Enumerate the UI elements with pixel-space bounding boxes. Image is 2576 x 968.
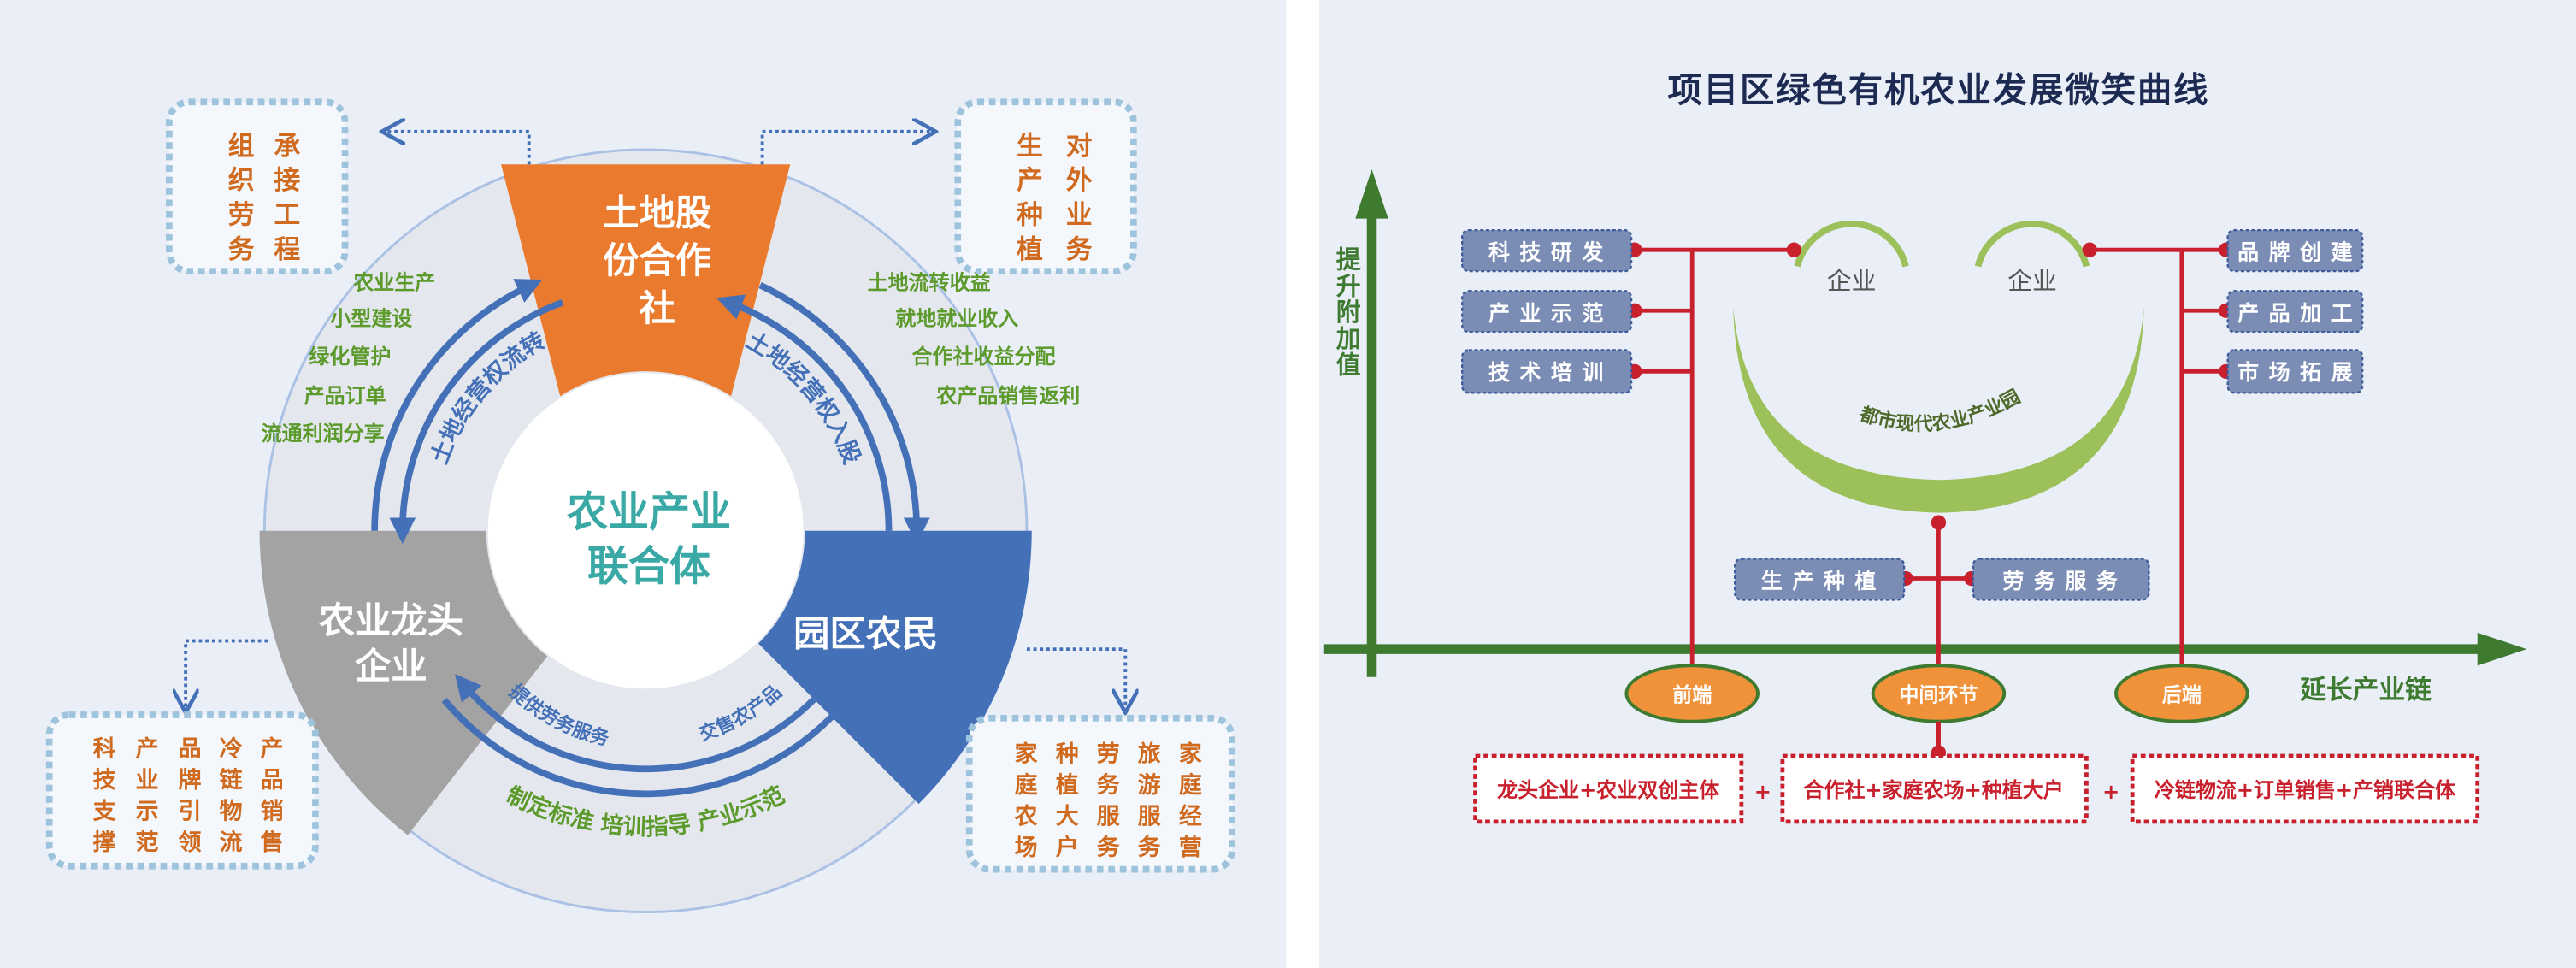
box-label: 生产种植 [1761, 569, 1886, 593]
box-brand [2226, 228, 2364, 273]
enterprise-arc-left [1794, 220, 1909, 268]
box-bottom-left [45, 711, 319, 870]
smile-curve [1733, 307, 2144, 513]
x-axis-arrow-icon [2477, 632, 2527, 666]
stage-label: 前端 [1672, 684, 1712, 707]
box-text: 产业示范 [132, 736, 158, 861]
right-list-item: 就地就业收入 [895, 307, 1018, 331]
box-text: 种植大户 [1052, 741, 1078, 865]
left-list-item: 绿化管护 [309, 345, 391, 369]
box-label: 产品加工 [2237, 301, 2362, 326]
box-text: 科技支撑 [89, 736, 115, 861]
enterprise-label-left: 企业 [1827, 266, 1877, 295]
box-labor [1972, 558, 2150, 601]
enterprise-arc-right [1974, 220, 2090, 268]
x-axis-label: 延长产业链 [2299, 675, 2432, 705]
box-text: 家庭经营 [1175, 740, 1201, 865]
box-text: 品牌引领 [174, 736, 201, 861]
box-text: 冷链物流 [215, 736, 242, 861]
box-label: 产业示范 [1488, 301, 1613, 326]
right-sector-label: 园区农民 [793, 612, 938, 654]
plus-sign: + [2102, 780, 2119, 804]
y-axis-label: 提升附加值 [1333, 246, 1362, 378]
arrow-right-outer [758, 282, 930, 545]
y-axis-arrow-icon [1355, 169, 1388, 219]
box-top-left [166, 98, 349, 275]
sector-park-farmers [757, 530, 1032, 805]
arrow-bottom-outer [441, 689, 856, 798]
bottom-box-label: 龙头企业+农业双创主体 [1497, 778, 1720, 802]
right-panel: 项目区绿色有机农业发展微笑曲线 提升附加值 延长产业链 企业 企业 都市现代农业… [1319, 0, 2576, 968]
box-market [2226, 349, 2364, 394]
box-industry-demo [1461, 290, 1633, 333]
center-label-line-1: 农业产业 [567, 488, 731, 536]
bottom-box-middle [1780, 753, 2089, 824]
box-text: 家庭农场 [1011, 740, 1038, 865]
dotted-connectors [186, 132, 1125, 710]
stage-front [1624, 664, 1760, 723]
left-sector-line-1: 农业龙头 [319, 599, 463, 641]
box-text: 承接工程 [268, 132, 299, 269]
center-circle [487, 373, 804, 689]
bottom-box-label: 冷链物流+订单销售+产销联合体 [2155, 778, 2456, 802]
box-text: 劳务服务 [1093, 741, 1119, 865]
center-label-line-2: 联合体 [587, 542, 710, 590]
box-text: 产品销售 [256, 736, 283, 861]
box-text: 生产种植 [1011, 132, 1042, 269]
top-sector-line-2: 份合作 [603, 239, 711, 281]
box-rnd [1461, 228, 1633, 273]
box-tech-training [1461, 349, 1633, 394]
box-bottom-right [965, 714, 1236, 873]
bottom-box-back [2130, 753, 2480, 824]
left-list-item: 小型建设 [330, 307, 412, 331]
sector-land-cooperative [501, 164, 791, 397]
box-planting [1734, 558, 1906, 601]
box-label: 劳务服务 [2002, 569, 2127, 593]
box-processing [2226, 290, 2364, 333]
arrow-left-outer [371, 279, 543, 531]
axes [1323, 169, 2527, 677]
right-list-item: 农产品销售返利 [935, 384, 1080, 408]
stage-back [2114, 664, 2249, 723]
left-sector-line-2: 企业 [355, 646, 427, 688]
chart-title: 项目区绿色有机农业发展微笑曲线 [1667, 70, 2209, 110]
box-text: 对外业务 [1061, 132, 1092, 269]
top-sector-line-3: 社 [639, 287, 675, 329]
box-text: 旅游服务 [1134, 740, 1160, 865]
left-list-item: 产品订单 [304, 384, 386, 408]
arrow-left-inner [389, 299, 564, 545]
arrow-bottom-inner [454, 674, 816, 773]
left-list-item: 流通利润分享 [262, 422, 385, 446]
stage-label: 后端 [2162, 685, 2202, 707]
box-label: 市场拓展 [2237, 360, 2362, 385]
right-list-item: 土地流转收益 [868, 270, 991, 294]
plus-sign: + [1754, 780, 1771, 804]
bottom-box-front [1473, 753, 1744, 824]
left-list-item: 农业生产 [352, 270, 435, 294]
box-text: 组织劳务 [223, 131, 254, 269]
top-sector-line-1: 土地股 [603, 192, 712, 233]
bottom-box-label: 合作社+家庭农场+种植大户 [1804, 778, 2064, 802]
sector-leading-enterprise [259, 530, 548, 835]
stage-label: 中间环节 [1899, 685, 1978, 707]
box-label: 科技研发 [1488, 240, 1613, 265]
left-panel: 土地股 份合作 社 农业龙头 企业 园区农民 农业产业 联合体 农业生产 小型建… [0, 0, 1287, 968]
arrow-right-inner [716, 294, 893, 531]
box-label: 品牌创建 [2237, 240, 2362, 265]
box-label: 技术培训 [1488, 360, 1613, 385]
enterprise-label-right: 企业 [2007, 266, 2057, 295]
box-top-right [954, 98, 1137, 275]
right-list-item: 合作社收益分配 [911, 345, 1055, 369]
flow-arrows [371, 279, 930, 798]
